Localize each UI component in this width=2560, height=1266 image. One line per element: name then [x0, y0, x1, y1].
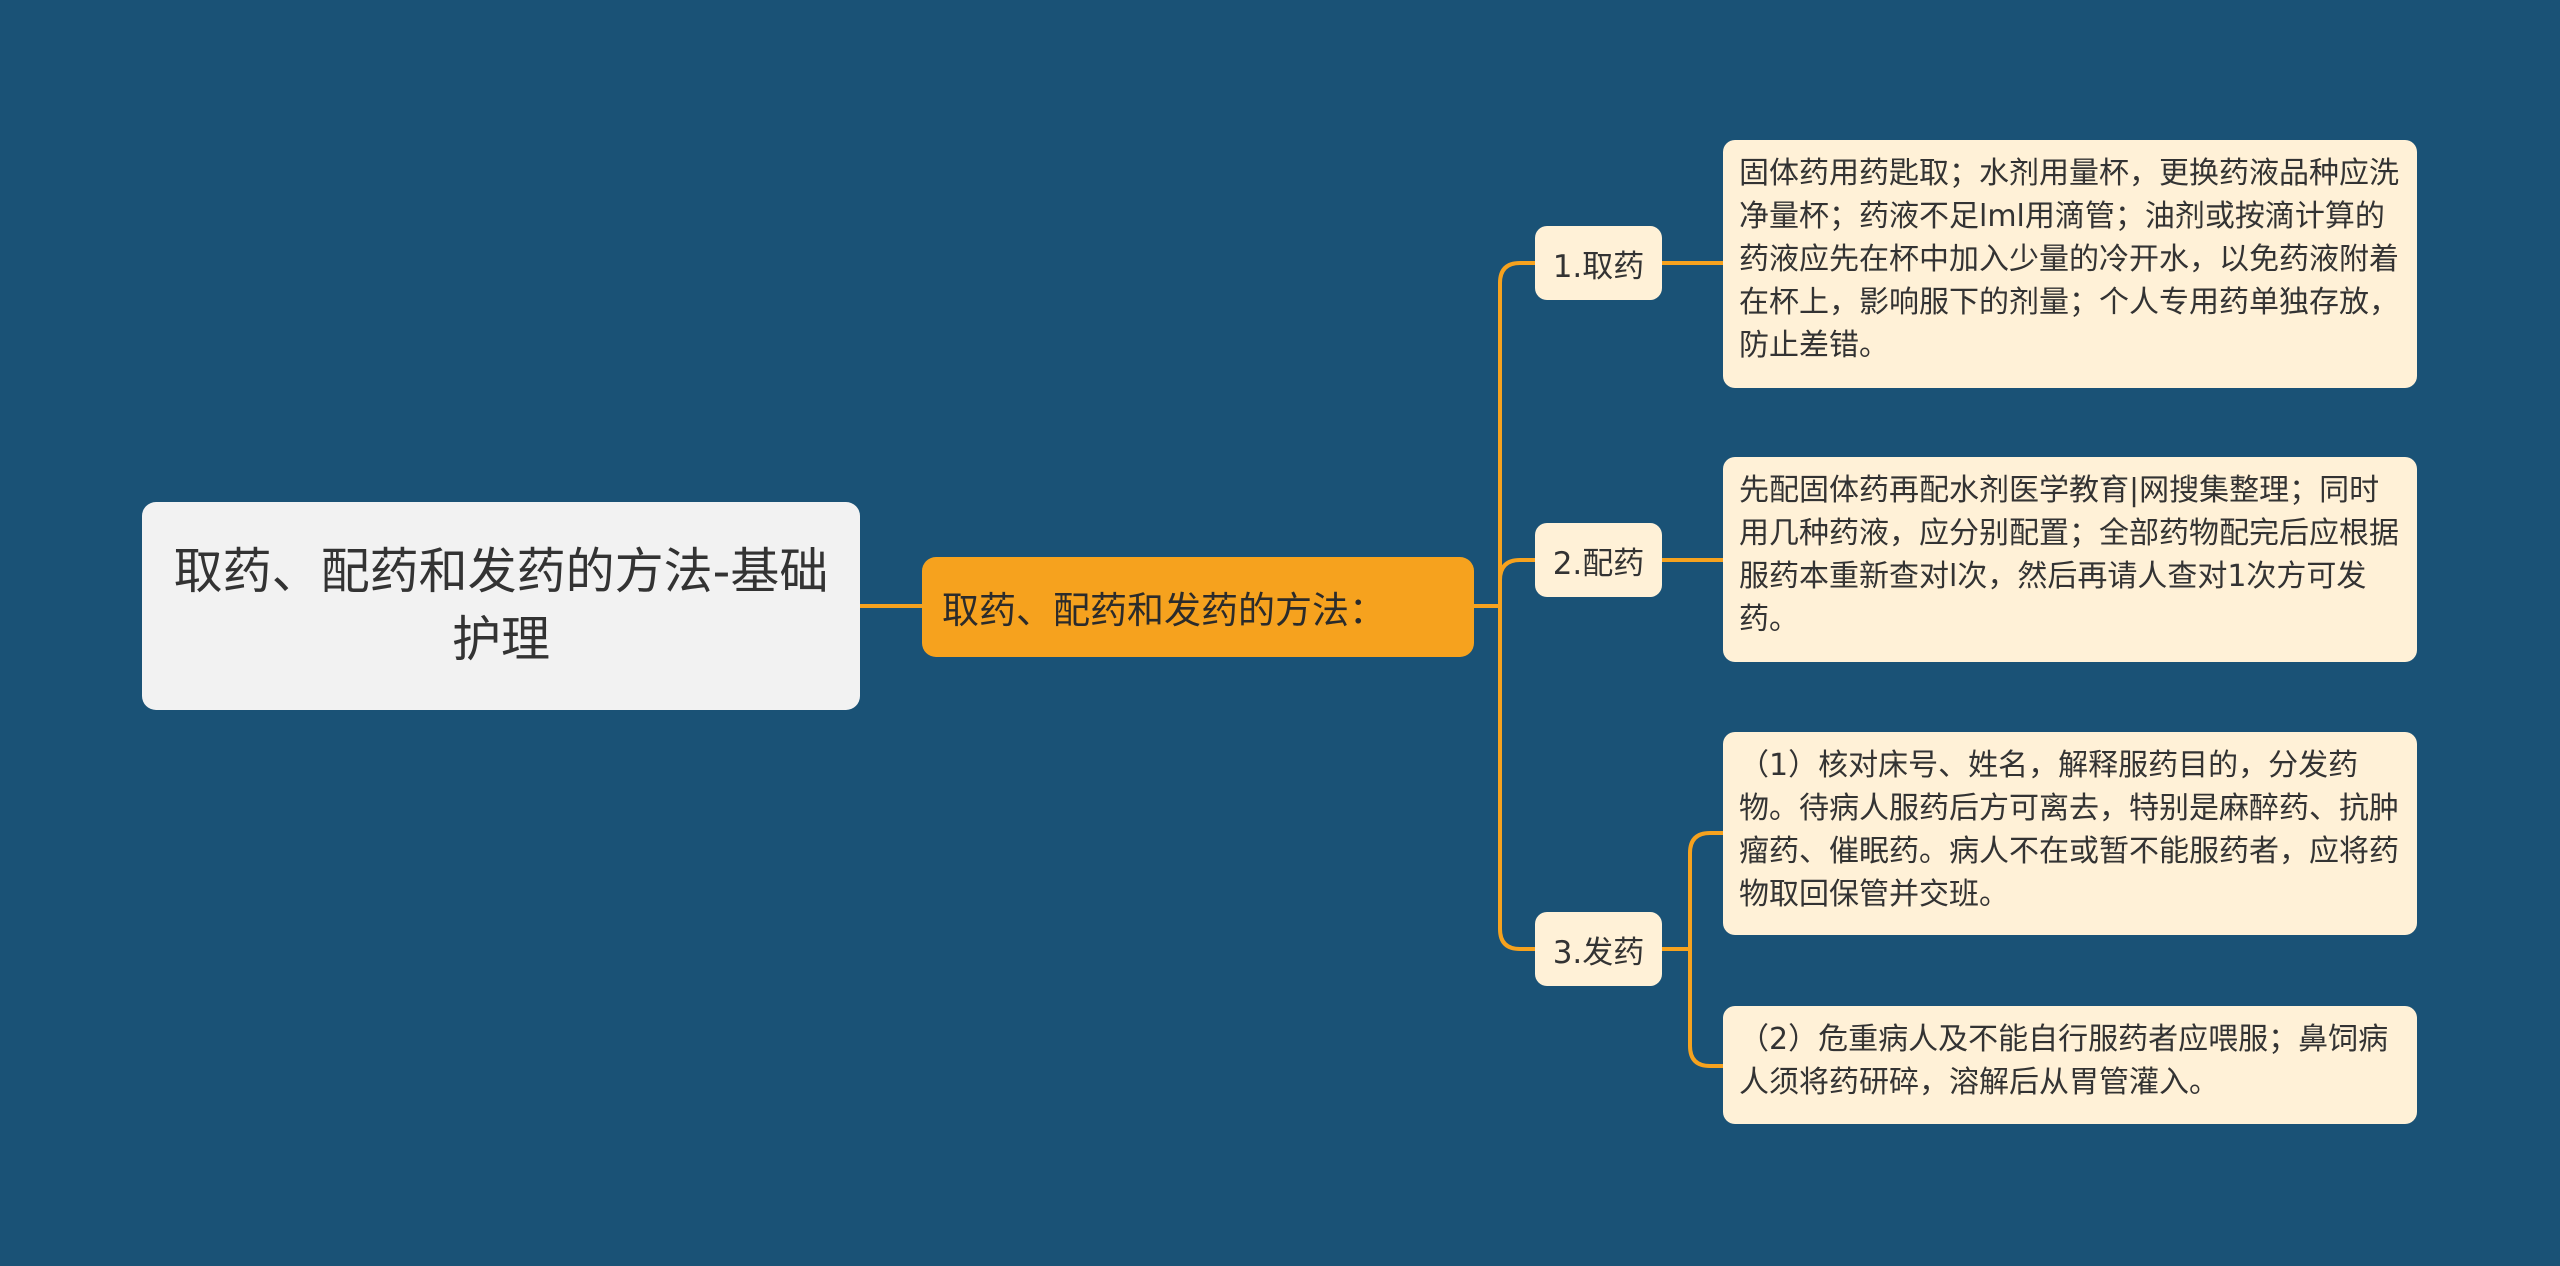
- leaf-fayao-step-2[interactable]: （2）危重病人及不能自行服药者应喂服；鼻饲病人须将药研碎，溶解后从胃管灌入。: [1723, 1006, 2417, 1124]
- leaf-text: （1）核对床号、姓名，解释服药目的，分发药物。待病人服药后方可离去，特别是麻醉药…: [1739, 748, 2399, 912]
- connector-center-b1: [1498, 261, 1535, 606]
- connector-b3-l4: [1688, 949, 1723, 1068]
- branch-label: 2.配药: [1552, 545, 1645, 582]
- branch-label: 1.取药: [1552, 248, 1645, 285]
- root-topic[interactable]: 取药、配药和发药的方法-基础护理: [142, 502, 860, 710]
- central-topic-text: 取药、配药和发药的方法：: [942, 589, 1386, 632]
- branch-fayao[interactable]: 3.发药: [1535, 912, 1662, 986]
- central-topic[interactable]: 取药、配药和发药的方法：: [922, 557, 1474, 657]
- connector-center-b2: [1498, 558, 1535, 606]
- connector-center-b3: [1498, 606, 1535, 951]
- branch-label: 3.发药: [1552, 934, 1645, 971]
- leaf-text: （2）危重病人及不能自行服药者应喂服；鼻饲病人须将药研碎，溶解后从胃管灌入。: [1739, 1022, 2389, 1100]
- leaf-quyao-detail[interactable]: 固体药用药匙取；水剂用量杯，更换药液品种应洗净量杯；药液不足lml用滴管；油剂或…: [1723, 140, 2417, 388]
- leaf-text: 先配固体药再配水剂医学教育|网搜集整理；同时用几种药液，应分别配置；全部药物配完…: [1739, 473, 2399, 637]
- branch-quyao[interactable]: 1.取药: [1535, 226, 1662, 300]
- root-topic-text: 取药、配药和发药的方法-基础护理: [173, 543, 829, 668]
- leaf-text: 固体药用药匙取；水剂用量杯，更换药液品种应洗净量杯；药液不足lml用滴管；油剂或…: [1739, 156, 2399, 363]
- connector-b3-l3: [1688, 831, 1723, 949]
- leaf-peiyao-detail[interactable]: 先配固体药再配水剂医学教育|网搜集整理；同时用几种药液，应分别配置；全部药物配完…: [1723, 457, 2417, 662]
- branch-peiyao[interactable]: 2.配药: [1535, 523, 1662, 597]
- leaf-fayao-step-1[interactable]: （1）核对床号、姓名，解释服药目的，分发药物。待病人服药后方可离去，特别是麻醉药…: [1723, 732, 2417, 935]
